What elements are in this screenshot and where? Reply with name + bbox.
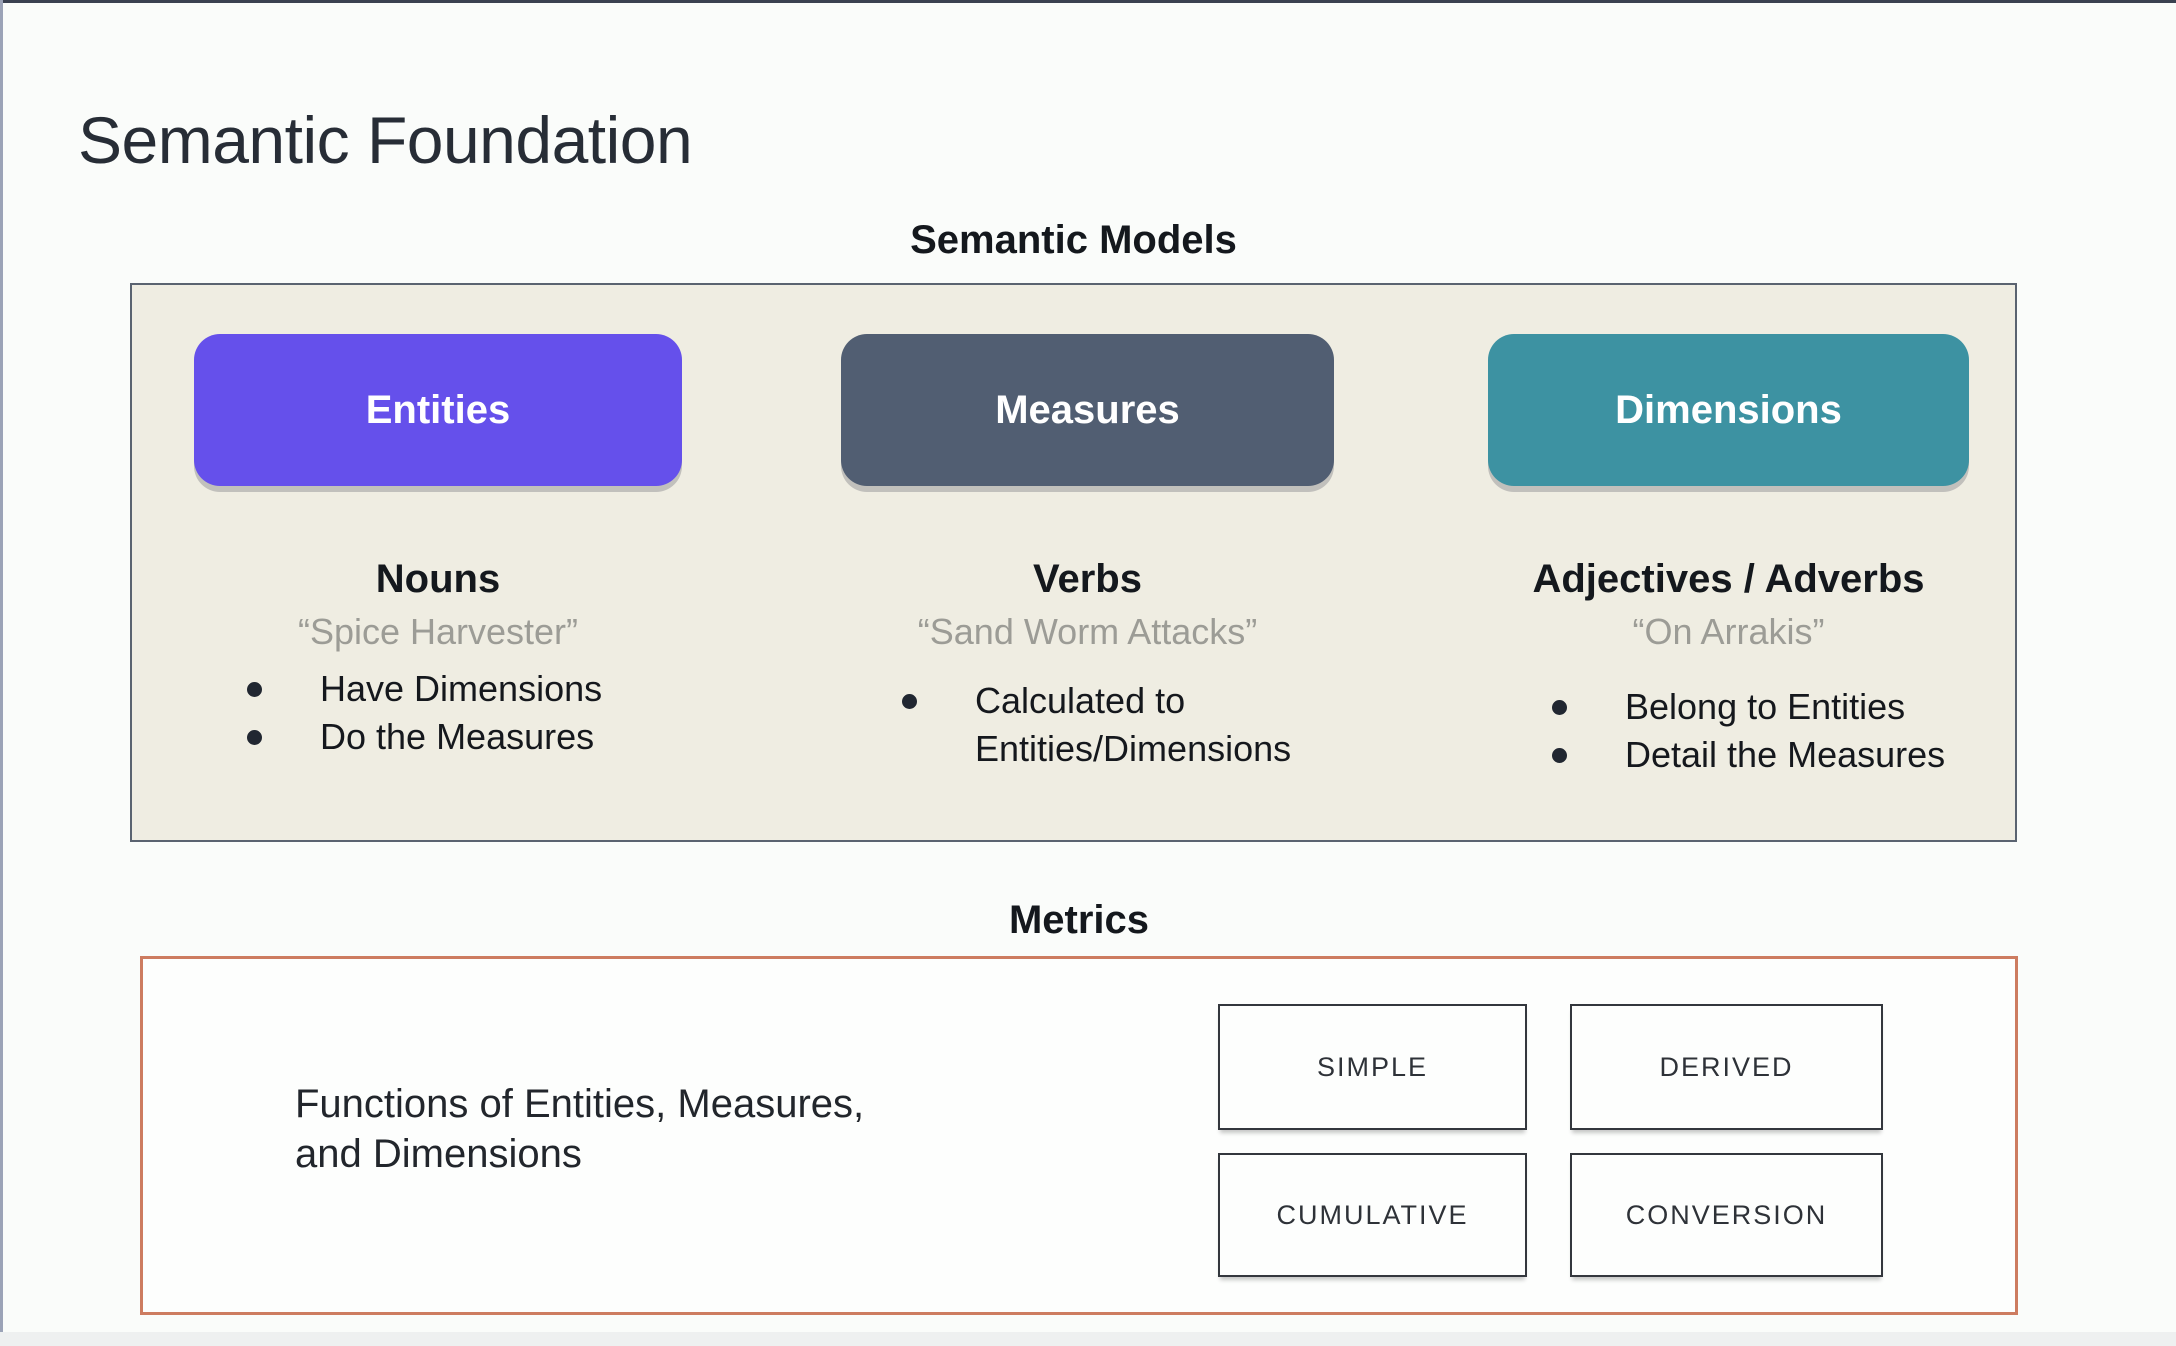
top-edge-line (0, 0, 2176, 3)
page-title: Semantic Foundation (78, 103, 693, 178)
bullet-icon (902, 694, 917, 709)
metric-type-cumulative: CUMULATIVE (1218, 1153, 1527, 1277)
entities-pill-label: Entities (365, 387, 511, 432)
list-item: Have Dimensions (247, 665, 602, 713)
entities-pill: Entities (194, 334, 682, 486)
entities-bullet-list: Have Dimensions Do the Measures (247, 665, 602, 761)
dimensions-pill-label: Dimensions (1615, 387, 1842, 432)
bullet-label: Calculated to Entities/Dimensions (975, 680, 1292, 769)
metrics-description: Functions of Entities, Measures, and Dim… (295, 1079, 864, 1179)
measures-pill: Measures (841, 334, 1334, 486)
measures-bullet-list: Calculated to Entities/Dimensions (902, 677, 1345, 773)
entities-example-quote: “Spice Harvester” (297, 611, 579, 652)
semantic-models-heading: Semantic Models (910, 218, 1237, 262)
bullet-label: Belong to Entities (1625, 686, 1906, 727)
measures-role-heading: Verbs (1033, 557, 1142, 601)
list-item: Belong to Entities (1552, 683, 1945, 731)
entities-role-heading: Nouns (375, 557, 501, 601)
bullet-icon (247, 730, 262, 745)
measures-example-quote: “Sand Worm Attacks” (917, 611, 1258, 652)
bullet-label: Detail the Measures (1625, 734, 1946, 775)
metric-type-simple: SIMPLE (1218, 1004, 1527, 1130)
metrics-heading: Metrics (1008, 898, 1150, 942)
bullet-icon (1552, 748, 1567, 763)
bullet-label: Do the Measures (320, 716, 595, 757)
bullet-icon (247, 682, 262, 697)
dimensions-role-heading: Adjectives / Adverbs (1532, 557, 1925, 601)
list-item: Detail the Measures (1552, 731, 1945, 779)
semantic-models-panel: Entities Measures Dimensions Nouns Verbs… (130, 283, 2017, 842)
metric-type-derived: DERIVED (1570, 1004, 1883, 1130)
left-edge-line (0, 0, 3, 1346)
list-item: Calculated to Entities/Dimensions (902, 677, 1345, 773)
measures-pill-label: Measures (995, 387, 1180, 432)
bullet-icon (1552, 700, 1567, 715)
bullet-label: Have Dimensions (320, 668, 603, 709)
list-item: Do the Measures (247, 713, 602, 761)
metrics-description-line2: and Dimensions (295, 1132, 582, 1176)
bottom-edge-strip (0, 1332, 2176, 1346)
dimensions-bullet-list: Belong to Entities Detail the Measures (1552, 683, 1945, 779)
dimensions-example-quote: “On Arrakis” (1632, 611, 1825, 652)
dimensions-pill: Dimensions (1488, 334, 1969, 486)
metrics-panel: Functions of Entities, Measures, and Dim… (140, 956, 2018, 1315)
metrics-description-line1: Functions of Entities, Measures, (295, 1082, 865, 1126)
metric-type-conversion: CONVERSION (1570, 1153, 1883, 1277)
